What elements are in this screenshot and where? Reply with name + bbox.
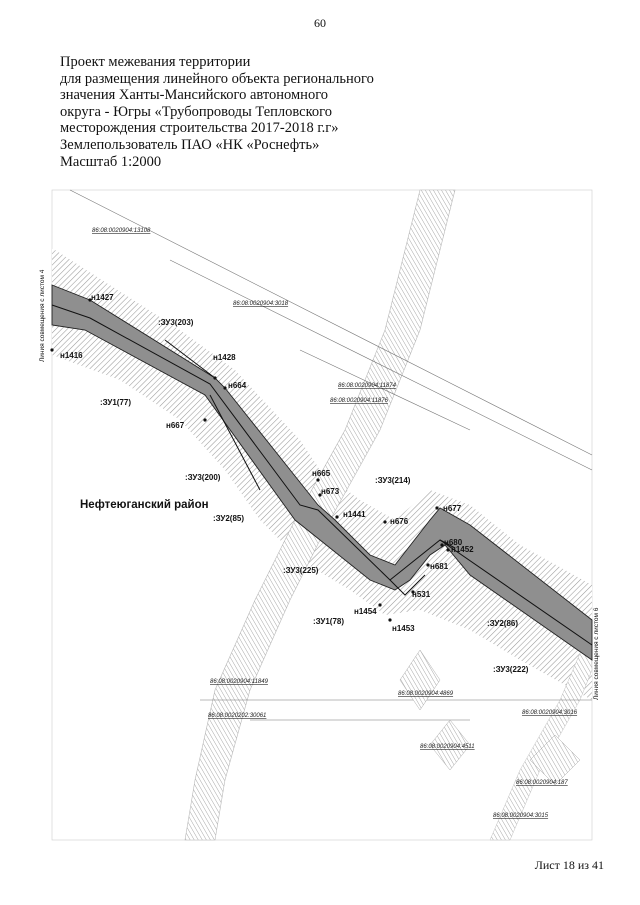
- cadastral-label: 86:08:0020904:4511: [420, 744, 475, 750]
- title-line: Масштаб 1:2000: [60, 153, 162, 170]
- point-label: н1441: [343, 510, 366, 519]
- cadastral-label: 86:08:0020904:3015: [493, 813, 549, 819]
- point-label: н1452: [451, 545, 474, 554]
- point-label: н673: [321, 487, 340, 496]
- cadastral-label: 86:08:0020202:30061: [208, 713, 266, 719]
- title-line: для размещения линейного объекта региона…: [60, 70, 374, 87]
- plot-label: :ЗУ3(200): [185, 473, 221, 482]
- point-label: н664: [228, 381, 247, 390]
- cadastral-label: 86:08:0020904:187: [516, 780, 568, 786]
- cadastral-label: 86:08:0020904:13108: [92, 228, 151, 234]
- cadastral-label: 86:08:0020904:11849: [210, 679, 269, 685]
- point-label: н677: [443, 504, 462, 513]
- side-label-left: Линия совмещения с листом 4: [39, 269, 46, 362]
- road-band-right: [489, 629, 593, 841]
- point-label: н1453: [392, 624, 415, 633]
- point-label: н680: [444, 538, 463, 547]
- parcel-boundaries: [69, 189, 593, 721]
- point-label: н676: [390, 517, 409, 526]
- title-line: месторождения строительства 2017-2018 г.…: [60, 120, 339, 137]
- cadastral-label: 86:08:0020904:3016: [522, 710, 578, 716]
- plot-label: :ЗУ1(77): [100, 398, 131, 407]
- title-line: округа - Югры «Трубопроводы Тепловского: [60, 103, 332, 120]
- route-lines: [51, 304, 593, 646]
- plot-label: :ЗУ3(225): [283, 566, 319, 575]
- point-label: н1454: [354, 607, 377, 616]
- point-label: н681: [430, 562, 449, 571]
- plot-label: :ЗУ3(203): [158, 318, 194, 327]
- side-label-right: Линия совмещения с листом 6: [593, 607, 600, 700]
- map-frame: [51, 189, 593, 841]
- page-number: 60: [314, 16, 326, 30]
- document-title: Проект межевания территории для размещен…: [60, 54, 390, 170]
- point-label: н531: [412, 590, 431, 599]
- title-line: Проект межевания территории: [60, 54, 251, 70]
- point-label: н1416: [60, 351, 83, 360]
- plot-label: :ЗУ3(222): [493, 665, 529, 674]
- small-parcel: [399, 649, 441, 711]
- survey-points: [50, 298, 450, 622]
- cadastral-label: 86:08:0020904:11874: [338, 383, 397, 389]
- cadastral-label: 86:08:0020904:3018: [233, 301, 289, 307]
- sheet-number: Лист 18 из 41: [534, 858, 604, 872]
- plot-label: :ЗУ3(214): [375, 476, 411, 485]
- small-parcel: [529, 734, 581, 786]
- title-line: значения Ханты-Мансийского автономного: [60, 87, 329, 104]
- point-label: н1427: [91, 293, 114, 302]
- small-parcel: [429, 719, 471, 771]
- plot-label: :ЗУ2(85): [213, 514, 244, 523]
- cadastral-label: 86:08:0020904:11876: [330, 398, 389, 404]
- pipeline-corridor: [51, 284, 593, 661]
- plot-label: :ЗУ1(78): [313, 617, 344, 626]
- point-label: н1428: [213, 353, 236, 362]
- cadastral-label: 86:08:0020904:4869: [398, 691, 454, 697]
- district-label: Нефтеюганский район: [80, 499, 209, 511]
- point-label: н665: [312, 469, 331, 478]
- point-label: н667: [166, 421, 185, 430]
- title-line: Землепользователь ПАО «НК «Роснефть»: [60, 136, 320, 153]
- plot-label: :ЗУ2(86): [487, 619, 518, 628]
